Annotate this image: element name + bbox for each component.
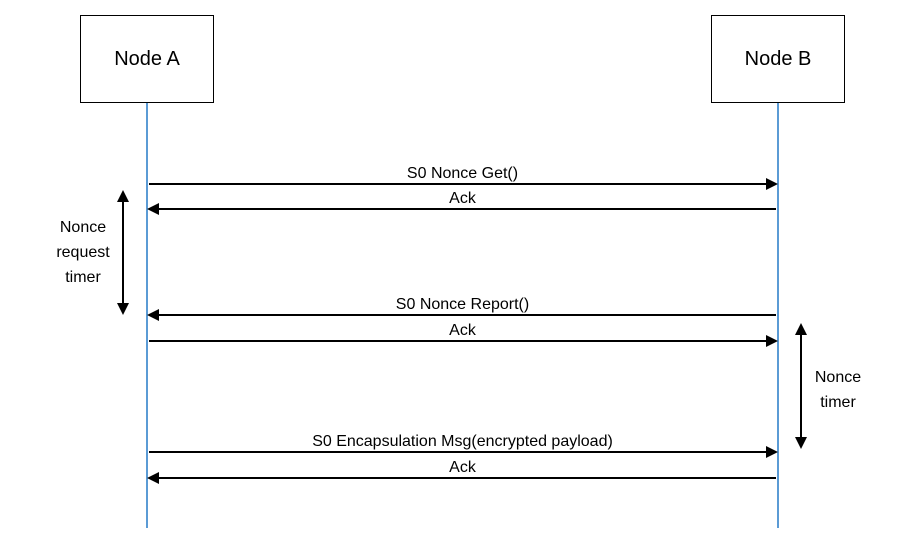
timer-label-line: Nonce bbox=[814, 369, 862, 386]
message-label: S0 Nonce Get() bbox=[407, 165, 518, 182]
node-a-box: Node A bbox=[80, 15, 214, 103]
message-label: Ack bbox=[449, 322, 477, 339]
node-b-box: Node B bbox=[711, 15, 845, 103]
message-label: S0 Encapsulation Msg(encrypted payload) bbox=[312, 433, 613, 450]
timer-label-line: Nonce bbox=[59, 219, 107, 236]
message-group: S0 Nonce Get() Ack S0 Nonce Report() Ack S0 … bbox=[147, 165, 778, 484]
node-a-label: Node A bbox=[114, 47, 180, 70]
node-b-label: Node B bbox=[744, 47, 812, 70]
timer-label-line: timer bbox=[820, 394, 856, 411]
nonce-request-timer-label: Nonce request timer bbox=[49, 215, 117, 290]
message-label: Ack bbox=[449, 190, 477, 207]
message-label: Ack bbox=[449, 459, 477, 476]
timer-label-line: request bbox=[56, 244, 110, 261]
message-label: S0 Nonce Report() bbox=[396, 296, 529, 313]
timer-label-line: timer bbox=[65, 269, 101, 286]
nonce-timer-label: Nonce timer bbox=[808, 365, 868, 415]
